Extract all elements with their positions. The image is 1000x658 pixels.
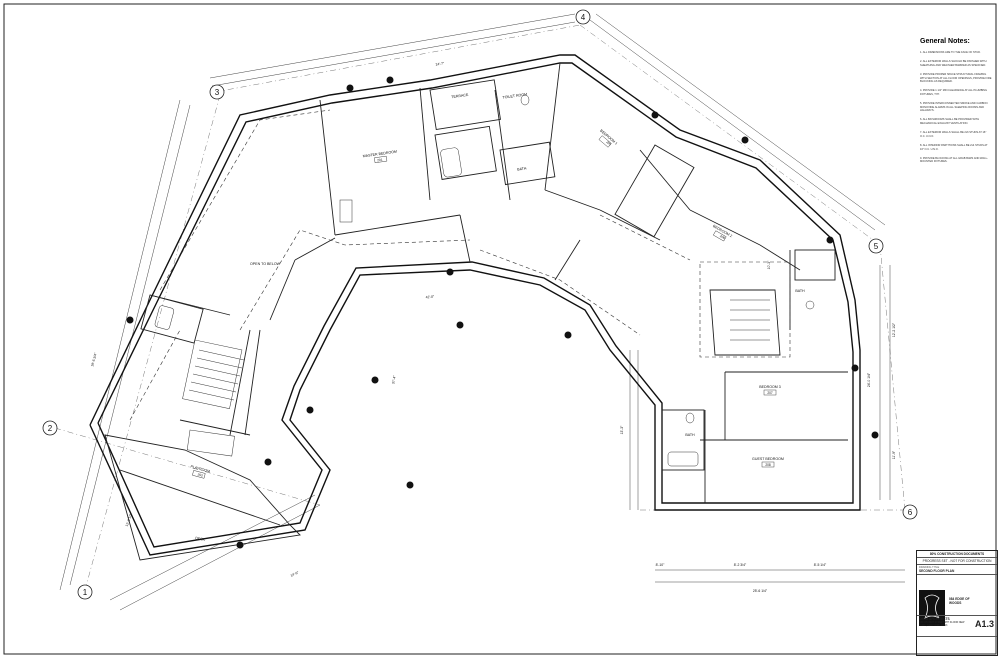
notes-title: General Notes:	[920, 38, 970, 45]
drawing-title: SECOND FLOOR PLAN	[919, 569, 955, 573]
room-number-box	[713, 230, 727, 242]
stair	[182, 299, 770, 409]
room-number-box	[598, 135, 612, 148]
fixtures	[154, 94, 815, 467]
section-markers	[126, 76, 879, 549]
room-name: OPEN TO BELOW	[250, 262, 281, 266]
dimension-text: 14'-6"	[290, 570, 300, 578]
grid-marker-label: 2	[48, 424, 53, 433]
room-number: 201	[377, 158, 383, 163]
room-name: BATH	[685, 433, 695, 437]
firm-logo	[919, 590, 945, 626]
room-number-box	[763, 389, 777, 396]
status: PROGRESS SET - NOT FOR CONSTRUCTION	[917, 558, 997, 565]
note-6: 6. ALL BATHROOMS SHALL BE PROVIDED WITH …	[920, 118, 980, 125]
note-2: 2. ALL EXTERIOR WALLS SHOULD BE FINISHED…	[920, 60, 987, 67]
sheet-border	[3, 3, 997, 655]
dimension-text: 11'-9"	[892, 450, 896, 459]
room-number: 208	[765, 463, 771, 467]
firm-address: 315 CHURCH STREET 4TH FLOOR NEW YORK, NE…	[919, 621, 965, 627]
project-name: 084 EDGE OF WOODS	[949, 597, 970, 605]
grid-lines	[54, 24, 906, 591]
note-3: 3. PROVIDE PROPER SPACE STRUCTURAL FRAMI…	[920, 73, 992, 84]
grid-bubble	[902, 504, 918, 520]
room-number-box	[192, 470, 206, 479]
grid-bubble	[575, 9, 591, 25]
note-8: 8. ALL INTERIOR PARTITIONS SHALL BE 2x4 …	[920, 144, 988, 151]
interior-walls	[140, 62, 848, 503]
room-name: BATH	[795, 289, 805, 293]
note-4: 4. PROVIDE 1 1/2" MIN CLEARANCE AT ALL P…	[920, 89, 988, 96]
sheet-number: A1.3	[974, 619, 994, 629]
note-7: 7. ALL EXTERIOR WALLS SHALL BE 2x6 STUDS…	[920, 131, 987, 138]
drawing-title-row: DRAWING TITLE SECOND FLOOR PLAN	[917, 565, 997, 575]
dimension-text: 19'-5 3/4"	[90, 352, 98, 368]
room-name: BATH	[517, 166, 527, 171]
dimension-text: 24'-7"	[435, 61, 445, 66]
dimension-text: 42'-0"	[425, 295, 435, 300]
grid-bubble	[77, 584, 93, 600]
dimension-text: 8'-10"	[656, 563, 665, 567]
phase: 80% CONSTRUCTION DOCUMENTS	[917, 551, 997, 558]
dimension-text: 10'-3"	[767, 260, 771, 269]
dimension-text: 13'-3"	[620, 425, 624, 434]
general-notes: General Notes: 1. ALL DIMENSIONS ARE TO …	[920, 38, 992, 170]
grid-marker-label: 1	[83, 588, 88, 597]
note-5: 5. PROVIDE INTERCONNECTED SMOKE AND CARB…	[920, 102, 988, 113]
grid-marker-label: 6	[908, 508, 913, 517]
note-1: 1. ALL DIMENSIONS ARE TO THE FACE OF STU…	[920, 51, 981, 54]
room-number: 207	[767, 391, 773, 395]
room-number: 206	[719, 234, 726, 240]
room-name: BEDROOM 3	[759, 385, 781, 389]
note-9: 9. PROVIDE BLOCKING AT ALL GRAB BARS AND…	[920, 156, 988, 164]
grid-bubble	[42, 420, 58, 436]
room-name: TERRACE	[451, 93, 469, 99]
grid-bubbles: 1 2 3 4 5 6	[42, 9, 918, 600]
title-block: 80% CONSTRUCTION DOCUMENTS PROGRESS SET …	[916, 550, 998, 656]
dimension-text: 37'-4"	[391, 374, 397, 384]
room-name: DECK	[195, 536, 206, 542]
room-name: PLAYROOM	[190, 464, 210, 473]
room-number-box	[374, 155, 388, 163]
dimension-text: 8'-5 1/4"	[814, 563, 827, 567]
overhead-lines	[129, 109, 791, 421]
dimension-text: 12'-0 1/2"	[125, 512, 134, 528]
dimension-text: 24'-0 1/4"	[867, 372, 871, 387]
drawing-title-label: DRAWING TITLE	[919, 566, 940, 569]
grid-bubble	[868, 238, 884, 254]
project-row: 084 EDGE OF WOODS	[917, 575, 997, 616]
grid-marker-label: 3	[215, 88, 220, 97]
dimension-text: 8'-2 3/4"	[734, 563, 747, 567]
dimension-text: 25'-6 1/4"	[753, 589, 768, 593]
firm-name: OBRA ARCHITECTS	[919, 617, 950, 621]
exterior-walls	[89, 54, 861, 556]
room-name: GUEST BEDROOM	[752, 457, 784, 461]
dimension-labels: 25'-6 1/4" 8'-10" 8'-2 3/4" 8'-5 1/4" 24'-0 …	[90, 61, 896, 593]
room-number: 202	[197, 472, 203, 477]
room-name: TOILET ROOM	[502, 92, 527, 99]
room-name: MASTER BEDROOM	[362, 150, 397, 159]
firm-row: OBRA ARCHITECTS 315 CHURCH STREET 4TH FL…	[917, 616, 997, 637]
room-number-box	[761, 461, 775, 468]
deck	[104, 434, 301, 561]
grid-marker-label: 5	[874, 242, 879, 251]
room-number: 205	[605, 140, 612, 147]
dimension-lines	[59, 13, 905, 611]
grid-marker-label: 4	[581, 13, 586, 22]
dimension-text: 12'-2 1/2"	[892, 322, 896, 337]
grid-bubble	[209, 84, 225, 100]
